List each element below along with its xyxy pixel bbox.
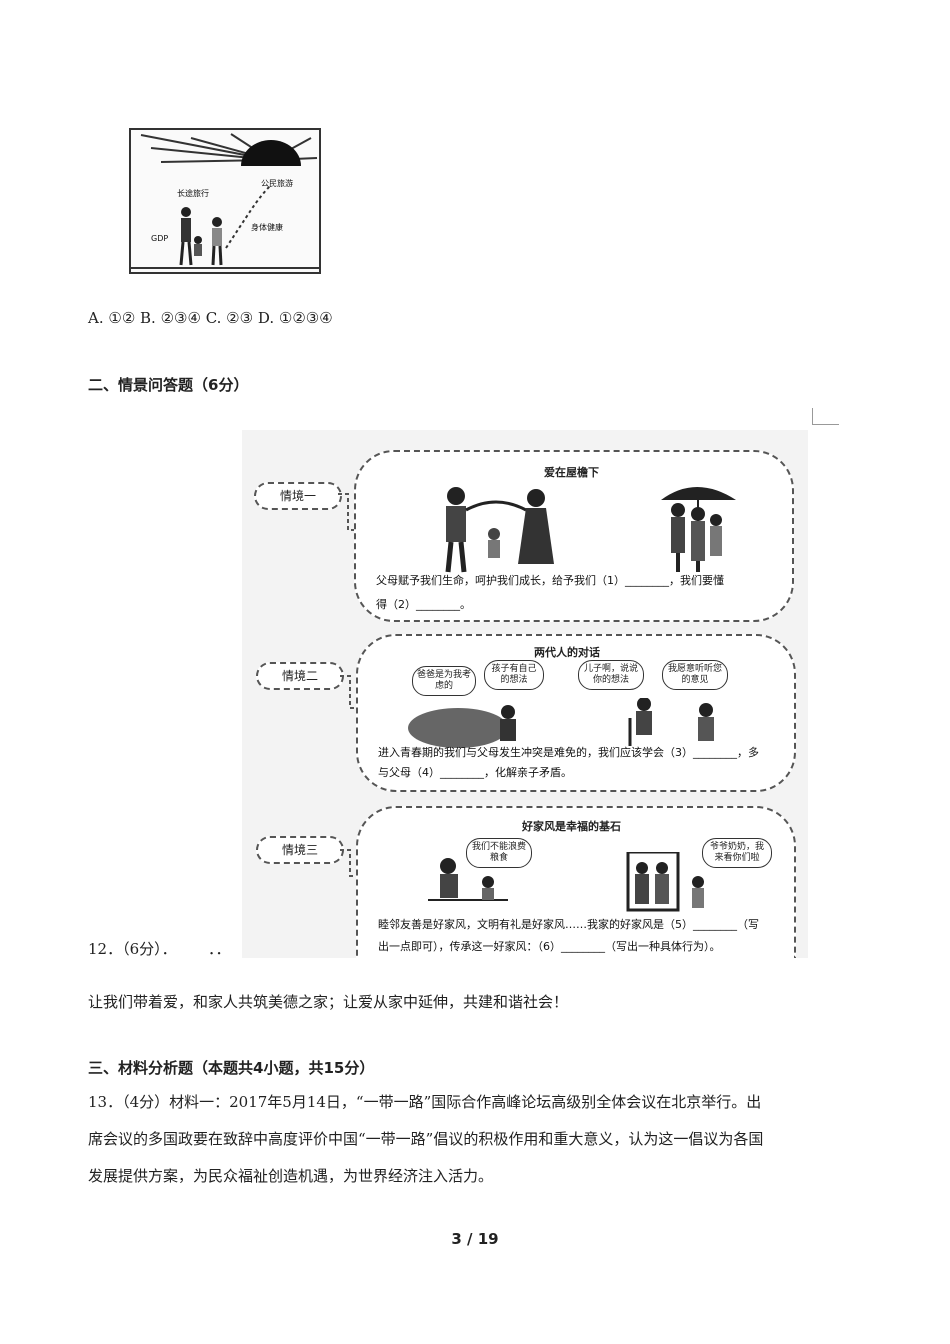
scene1-line2: 得（2）________。 [376, 598, 471, 611]
scene3-illustration [428, 852, 704, 912]
figure-label-tourism: 公民旅游 [261, 179, 293, 188]
sunrise-illustration [131, 133, 319, 269]
section3-title: 三、材料分析题（本题共4小题，共15分） [88, 1059, 375, 1077]
scene3-line1: 睦邻友善是好家风，文明有礼是好家风……我家的好家风是（5）________（写 [378, 918, 759, 931]
q13-line-2: 席会议的多国政要在致辞中高度评价中国“一带一路”倡议的积极作用和重大意义，认为这… [88, 1130, 764, 1148]
scene3-tag: 情境三 [256, 836, 344, 864]
scene3-bubble-2: 爷爷奶奶，我来看你们啦 [702, 838, 772, 868]
scene2-illustration [408, 698, 714, 748]
figure-label-health: 身体健康 [251, 223, 283, 232]
q12-label: 12．（6分）． [88, 940, 177, 958]
scene3-bubble-1: 我们不能浪费粮食 [466, 838, 532, 868]
scene2-title: 两代人的对话 [534, 646, 600, 659]
scene2-tag: 情境二 [256, 662, 344, 690]
q12-text: 让我们带着爱，和家人共筑美德之家；让爱从家中延伸，共建和谐社会！ [88, 993, 569, 1011]
q13-line-1: 13．（4分）材料一：2017年5月14日，“一带一路”国际合作高峰论坛高级别全… [88, 1093, 762, 1111]
scene3-line2: 出一点即可），传承这一好家风：（6）________（写出一种具体行为）。 [378, 940, 721, 953]
scene1-connector [338, 493, 358, 531]
q13-paragraph: 13．（4分）材料一：2017年5月14日，“一带一路”国际合作高峰论坛高级别全… [88, 1084, 868, 1195]
scene3-title: 好家风是幸福的基石 [522, 820, 621, 833]
scene2-cloud: 两代人的对话 爸爸是为我考虑的 孩子有自己的想法 儿子啊，说说你的想法 我愿意听… [356, 634, 796, 792]
scene2-line1: 进入青春期的我们与父母发生冲突是难免的，我们应该学会（3）________，多 [378, 746, 759, 759]
page-number: 3 / 19 [451, 1230, 499, 1248]
scene2-bubble-4: 我愿意听听您的意见 [662, 660, 728, 690]
scene-image: 情境一 爱在屋檐下 父母赋予我们生命，呵护我们成长，给予我们（1）_______… [242, 430, 808, 958]
figure-label-gdp: GDP [151, 234, 169, 243]
scene3-cloud: 好家风是幸福的基石 我们不能浪费粮食 爷爷奶奶，我来看你们啦 睦邻友善是好家风，… [356, 806, 796, 958]
scene3-connector [340, 849, 360, 877]
scene1-illustration [445, 487, 736, 573]
section2-title: 二、情景问答题（6分） [88, 376, 249, 394]
scene1-line1: 父母赋予我们生命，呵护我们成长，给予我们（1）________，我们要懂 [376, 574, 724, 587]
scene2-line2: 与父母（4）________，化解亲子矛盾。 [378, 766, 572, 779]
q13-line-3: 发展提供方案，为民众福祉创造机遇，为世界经济注入活力。 [88, 1167, 494, 1185]
scene1-cloud: 爱在屋檐下 父母赋予我们生命，呵护我们成长，给予我们（1）________，我们… [354, 450, 794, 622]
figure-label-travel: 长途旅行 [177, 189, 209, 198]
scene2-bubble-3: 儿子啊，说说你的想法 [578, 660, 644, 690]
q12-tail: ．． [208, 940, 231, 958]
scene1-title: 爱在屋檐下 [544, 466, 599, 479]
q11-options: A. ①② B. ②③④ C. ②③ D. ①②③④ [88, 309, 333, 327]
scene2-bubble-1: 爸爸是为我考虑的 [412, 666, 476, 696]
scene1-tag: 情境一 [254, 482, 342, 510]
scene2-bubble-2: 孩子有自己的想法 [484, 660, 544, 690]
corner-mark [812, 408, 839, 425]
top-figure: 长途旅行 公民旅游 GDP 身体健康 [129, 128, 321, 274]
